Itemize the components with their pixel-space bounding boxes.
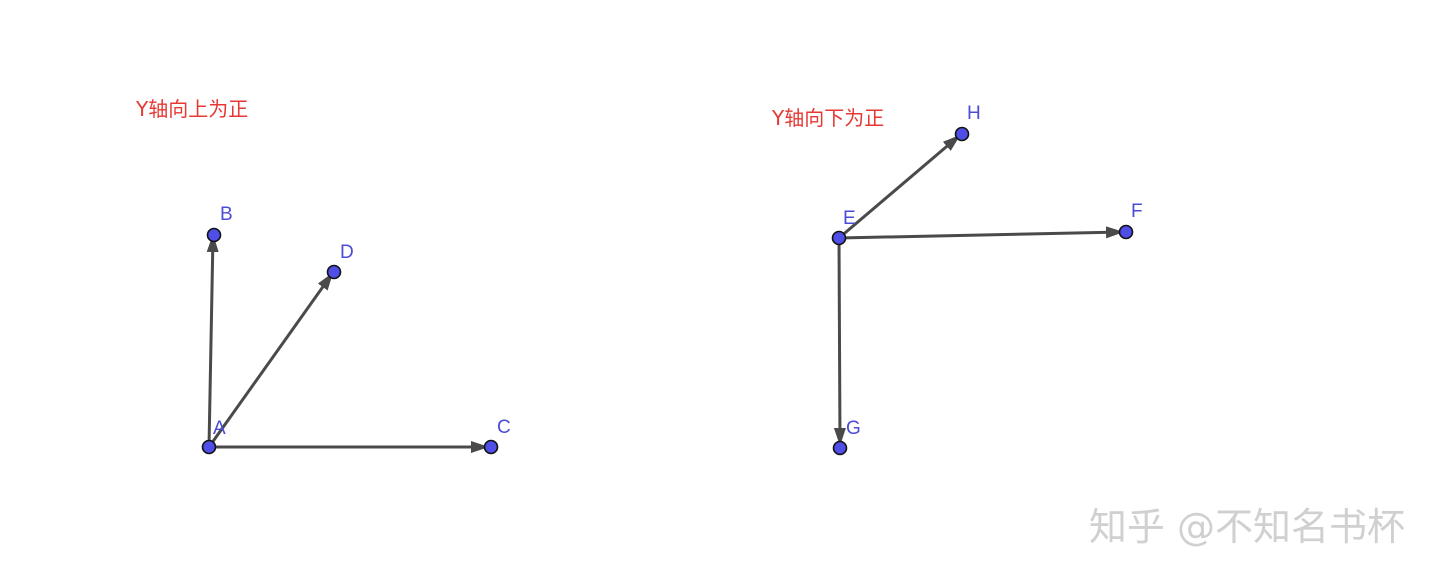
right-axis-note: Y轴向下为正 xyxy=(771,106,884,130)
label-e: E xyxy=(843,208,856,229)
vector-e-f xyxy=(838,226,1124,240)
watermark-text: 知乎 @不知名书杯 xyxy=(1089,505,1405,549)
label-g: G xyxy=(846,418,861,439)
point-e xyxy=(831,230,847,246)
point-d xyxy=(326,264,342,280)
vector-a-d xyxy=(207,272,334,448)
label-d: D xyxy=(340,242,354,263)
right-diagram: Y轴向下为正 E H F G xyxy=(771,103,1143,456)
point-c xyxy=(483,439,499,455)
vector-e-g xyxy=(833,237,846,446)
point-b xyxy=(206,227,222,243)
left-axis-note: Y轴向上为正 xyxy=(135,97,248,121)
point-g xyxy=(832,440,848,456)
label-b: B xyxy=(220,204,233,225)
label-f: F xyxy=(1131,201,1143,222)
point-a xyxy=(201,439,217,455)
point-h xyxy=(954,126,970,142)
label-c: C xyxy=(497,417,511,438)
vector-e-h xyxy=(838,134,961,240)
label-h: H xyxy=(967,103,981,124)
left-diagram: Y轴向上为正 A B D C xyxy=(135,97,511,455)
vector-a-b xyxy=(206,234,219,448)
label-a: A xyxy=(213,418,226,439)
point-f xyxy=(1118,224,1134,240)
